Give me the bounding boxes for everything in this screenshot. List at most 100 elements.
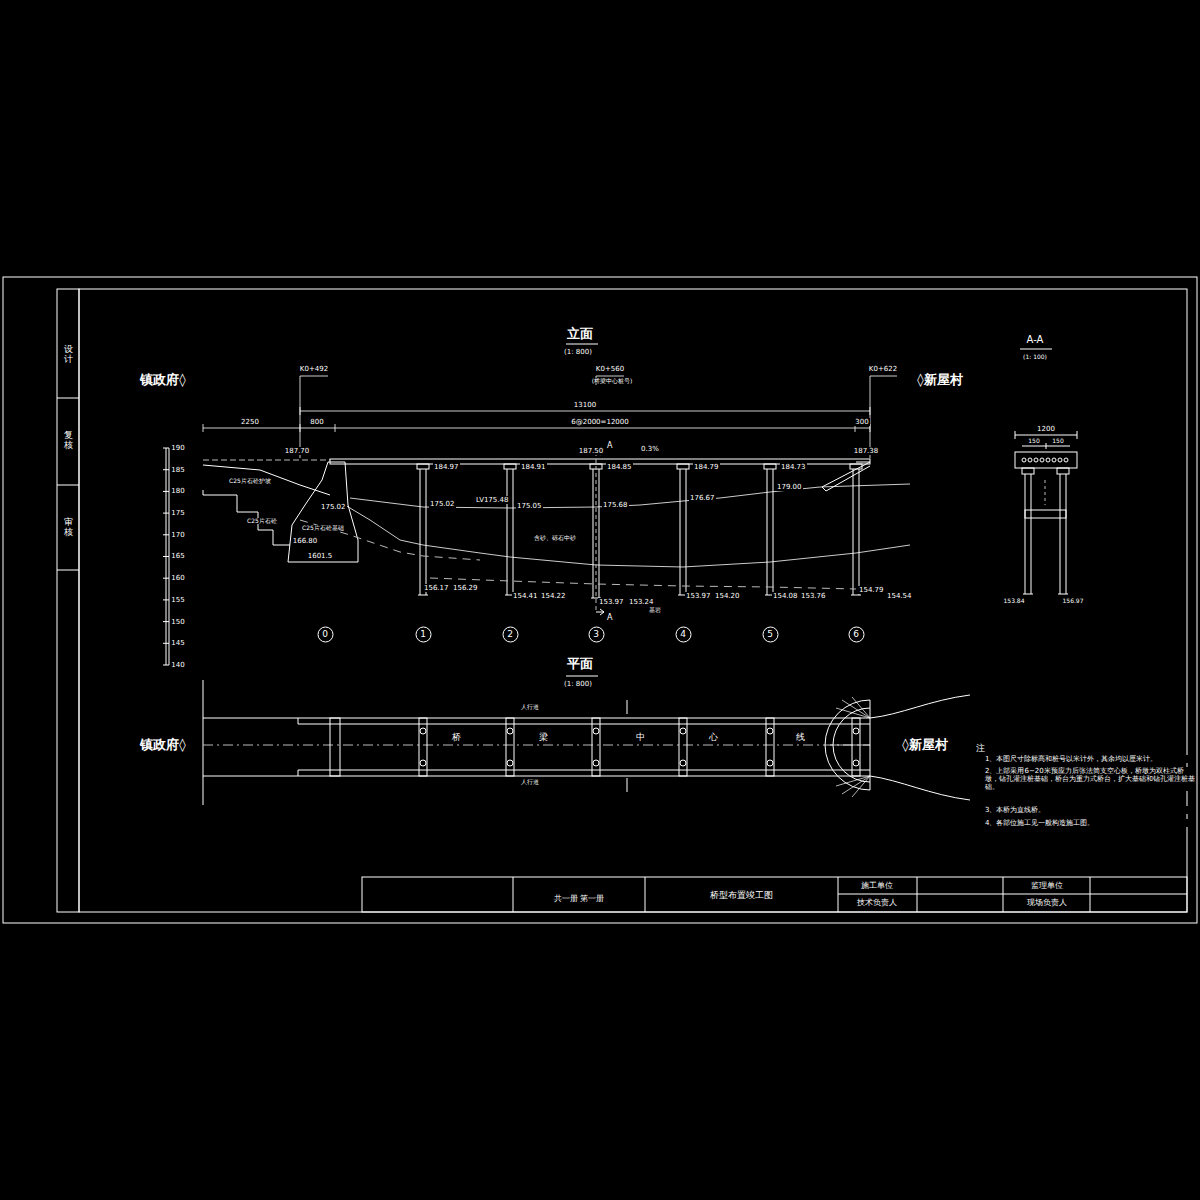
annotation-label: 150 — [1027, 438, 1040, 445]
pier-number: 2 — [502, 626, 519, 643]
annotation-label: 含砂、砾石中砂 — [533, 535, 577, 542]
annotation-label: A — [606, 613, 613, 622]
section-a-a — [1015, 349, 1077, 594]
side-strip — [57, 289, 79, 912]
annotation-label: 156.17 — [423, 584, 450, 592]
piers — [417, 464, 862, 598]
annotation-label: ◊新屋村 — [916, 373, 963, 388]
annotation-label: 166.80 — [292, 537, 319, 545]
annotation-label: 2250 — [240, 418, 260, 426]
annotation-label: A — [606, 441, 613, 450]
note-text: 3、本桥为直线桥。 — [984, 806, 1196, 814]
annotation-label: 150 — [1051, 438, 1064, 445]
pier-number: 6 — [848, 626, 865, 643]
annotation-label: (1: 100) — [1022, 354, 1048, 361]
annotation-label: 153.97 — [598, 598, 625, 606]
annotation-label: 共一册 第一册 — [553, 894, 606, 903]
annotation-label: 技术负责人 — [856, 898, 898, 907]
sign-off-label: 审核 — [63, 518, 74, 538]
annotation-label: 176.67 — [689, 494, 716, 502]
annotation-label: 187.50 — [578, 447, 605, 455]
abutment — [288, 462, 358, 562]
annotation-label: 镇政府◊ — [139, 738, 186, 753]
elevation-axis — [163, 448, 169, 665]
note-text: 4、各部位施工见一般构造施工图。 — [984, 819, 1196, 827]
annotation-label: 175 — [170, 509, 185, 517]
annotation-label: 平面 — [566, 657, 594, 672]
annotation-label: 175.05 — [516, 502, 543, 510]
annotation-label: 190 — [170, 444, 185, 452]
annotation-label: 154.41 — [512, 592, 539, 600]
annotation-label: 立面 — [566, 327, 594, 342]
pier-number: 0 — [317, 626, 334, 643]
annotation-label: (1: 800) — [563, 348, 593, 356]
pier-number-text: 2 — [507, 630, 513, 639]
annotation-label: 1200 — [1036, 425, 1056, 433]
annotation-label: 监理单位 — [1030, 881, 1064, 890]
annotation-label: K0+492 — [299, 365, 329, 373]
annotation-label: 13100 — [573, 401, 597, 409]
outer-frame — [3, 277, 1197, 923]
annotation-label: 170 — [170, 531, 185, 539]
annotation-label: K0+622 — [868, 365, 898, 373]
annotation-label: 线 — [795, 732, 806, 742]
annotation-label: 镇政府◊ — [139, 373, 186, 388]
annotation-label: 153.24 — [628, 598, 655, 606]
annotation-label: 注 — [975, 743, 986, 753]
pier-number: 5 — [762, 626, 779, 643]
annotation-label: 6@2000=12000 — [570, 418, 629, 426]
title-block — [362, 877, 1187, 912]
annotation-label: 187.70 — [284, 447, 311, 455]
annotation-label: 185 — [170, 466, 185, 474]
annotation-label: 165 — [170, 552, 185, 560]
annotation-label: 153.84 — [1003, 598, 1026, 605]
annotation-label: 150 — [170, 618, 185, 626]
annotation-label: 1601.5 — [307, 552, 334, 560]
annotation-label: 桥型布置竣工图 — [709, 890, 774, 900]
annotation-label: ◊新屋村 — [901, 738, 948, 753]
annotation-label: 300 — [854, 418, 869, 426]
annotation-label: (1: 800) — [563, 680, 593, 688]
annotation-label: 心 — [708, 732, 719, 742]
annotation-label: 184.91 — [520, 463, 547, 471]
annotation-label: 175.68 — [602, 501, 629, 509]
annotation-label: 145 — [170, 639, 185, 647]
annotation-label: 175.02 — [320, 503, 347, 511]
annotation-label: 153.97 — [685, 592, 712, 600]
annotation-label: 154.08 — [772, 592, 799, 600]
pier-number-text: 3 — [593, 630, 599, 639]
annotation-label: 175.02 — [429, 500, 456, 508]
annotation-label: 现场负责人 — [1026, 898, 1068, 907]
annotation-label: 184.97 — [433, 463, 460, 471]
pier-number: 3 — [588, 626, 605, 643]
annotation-label: 0.3% — [640, 445, 660, 453]
pier-number: 4 — [675, 626, 692, 643]
annotation-label: 基岩 — [648, 607, 662, 614]
annotation-label: 桥 — [451, 732, 462, 742]
annotation-label: 154.20 — [714, 592, 741, 600]
pier-number-text: 1 — [420, 630, 426, 639]
note-text: 1、本图尺寸除标高和桩号以米计外，其余均以厘米计。 — [984, 755, 1196, 763]
annotation-label: 154.22 — [540, 592, 567, 600]
annotation-label: 184.85 — [606, 463, 633, 471]
annotation-label: 140 — [170, 661, 185, 669]
annotation-label: 800 — [309, 418, 324, 426]
pier-number-text: 5 — [767, 630, 773, 639]
annotation-label: 156.29 — [452, 584, 479, 592]
annotation-label: 184.79 — [693, 463, 720, 471]
annotation-label: LV175.48 — [475, 496, 509, 504]
annotation-label: C25片石砼 — [246, 518, 278, 525]
annotation-label: 156.97 — [1062, 598, 1085, 605]
annotation-label: 梁 — [538, 732, 549, 742]
dimension-lines — [203, 376, 897, 458]
sign-off-label: 复核 — [63, 431, 74, 451]
pier-number-text: 4 — [680, 630, 686, 639]
annotation-label: 187.38 — [853, 447, 880, 455]
annotation-label: A-A — [1026, 334, 1045, 346]
annotation-label: C25片石砼基础 — [301, 525, 345, 532]
annotation-label: 153.76 — [800, 592, 827, 600]
annotation-label: 154.54 — [886, 592, 913, 600]
annotation-label: 180 — [170, 487, 185, 495]
annotation-label: (桥梁中心桩号) — [591, 378, 634, 385]
annotation-label: 人行道 — [520, 779, 540, 786]
